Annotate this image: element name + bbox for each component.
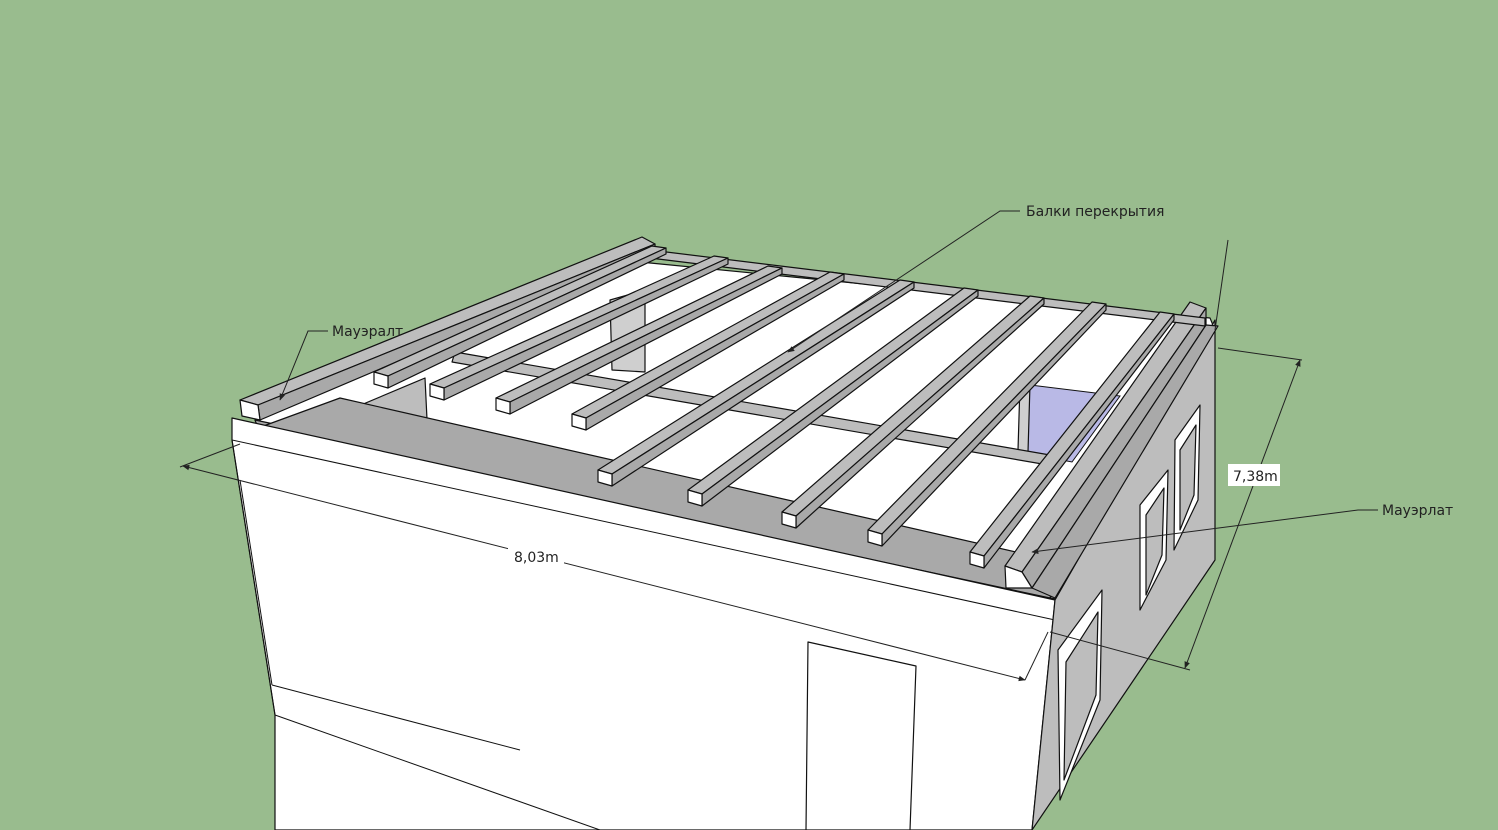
length-dimension-label-bg	[508, 546, 564, 566]
joist-4-end	[571, 413, 587, 431]
mauerlat-right-leader-line	[1031, 509, 1378, 554]
floor-joists	[373, 245, 1175, 569]
length-dimension-ext-right	[1024, 631, 1049, 681]
joist-1-end	[373, 371, 389, 389]
beams-label: Балки перекрытия	[1026, 204, 1164, 220]
joist-2-end	[429, 383, 445, 401]
front-door	[805, 641, 917, 830]
width-dimension-ext-top	[1217, 347, 1303, 361]
axis-line	[1214, 239, 1229, 331]
front-wall-plinth-line-2	[274, 714, 601, 830]
joist-3-end	[495, 397, 511, 415]
callouts: Балки перекрытия Мауэралт Мауэрлат	[279, 204, 1453, 554]
length-dimension-label: 8,03m	[514, 550, 559, 566]
mauerlat-beams	[239, 236, 1219, 599]
width-dimension-label-bg	[1228, 464, 1280, 486]
mauerlat-left-label: Мауэралт	[332, 324, 403, 340]
dimension-lines: 8,03m 7,38m	[179, 239, 1303, 682]
mauerlat-left-leader-line	[279, 330, 328, 401]
wall-top-right-strip	[1031, 324, 1219, 599]
length-dimension-line	[182, 464, 1026, 682]
length-dimension-ext-left	[179, 443, 241, 468]
width-dimension-line	[1184, 359, 1301, 669]
side-window-1-inner	[1063, 611, 1099, 781]
front-wall-plinth-line	[271, 684, 521, 751]
mauerlat-left-end	[239, 399, 261, 421]
width-dimension-label: 7,38m	[1233, 469, 1278, 485]
mauerlat-right-label: Мауэрлат	[1382, 503, 1453, 519]
side-window-2-inner	[1145, 487, 1165, 596]
beams-leader-line	[787, 210, 1020, 353]
width-dimension-ext-bottom	[1049, 631, 1191, 671]
